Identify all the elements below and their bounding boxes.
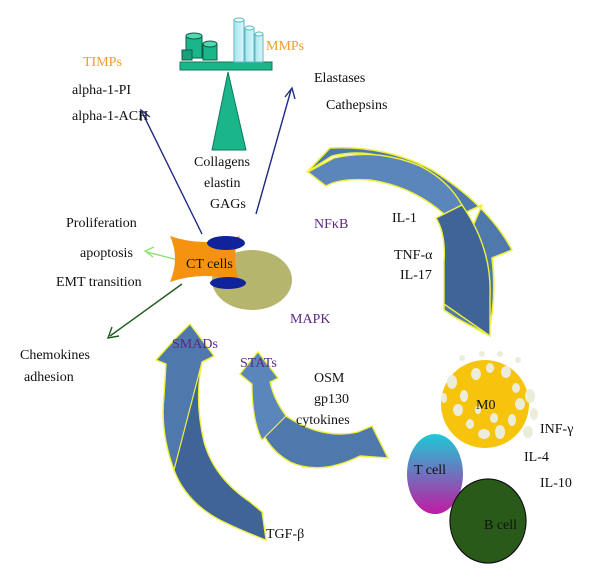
navy-arrows — [140, 86, 296, 235]
ct-cells-shape — [170, 236, 246, 289]
il10-label: IL-10 — [540, 476, 572, 491]
gp130-label: gp130 — [314, 392, 349, 407]
stats-label: STATs — [240, 356, 277, 371]
mmps-label: MMPs — [266, 39, 304, 54]
smads-curved-arrow — [154, 322, 267, 542]
dark-green-arrow — [106, 283, 183, 339]
light-green-arrow — [143, 246, 179, 261]
timps-label: TIMPs — [83, 55, 122, 70]
m0-cell — [441, 351, 538, 448]
ct-cells-label: CT cells — [186, 257, 233, 272]
adhesion-label: adhesion — [24, 370, 74, 385]
chemokines-label: Chemokines — [20, 348, 90, 363]
osm-label: OSM — [314, 371, 345, 386]
smads-label: SMADs — [172, 337, 218, 352]
gags-label: GAGs — [210, 197, 246, 212]
nfkb-arrow-panels — [306, 153, 491, 338]
cathepsins-label: Cathepsins — [326, 98, 387, 113]
il1-label: IL-1 — [392, 211, 417, 226]
b-cell — [449, 478, 527, 564]
m0-label: M0 — [476, 398, 495, 413]
emt-transition-label: EMT transition — [56, 275, 142, 290]
il4-label: IL-4 — [524, 450, 549, 465]
tnf-label: TNF-α — [394, 248, 433, 263]
elastases-label: Elastases — [314, 71, 365, 86]
mapk-label: MAPK — [290, 312, 330, 327]
collagens-label: Collagens — [194, 155, 250, 170]
t-cell-label: T cell — [414, 463, 446, 478]
apoptosis-label: apoptosis — [80, 246, 133, 261]
stats-curved-arrow — [239, 350, 390, 469]
alpha1-ach-label: alpha-1-ACH — [72, 109, 148, 124]
elastin-label: elastin — [204, 176, 241, 191]
il17-label: IL-17 — [400, 268, 432, 283]
b-cell-label: B cell — [484, 518, 517, 533]
nfkb-label: NFκB — [314, 217, 348, 232]
alpha1-pi-label: alpha-1-PI — [72, 83, 131, 98]
balance-scale-icon — [179, 17, 273, 151]
t-cell — [407, 434, 463, 514]
cytokines-label: cytokines — [296, 413, 350, 428]
tgf-beta-label: TGF-β — [266, 527, 304, 542]
proliferation-label: Proliferation — [66, 216, 137, 231]
inf-gamma-label: INF-γ — [540, 422, 573, 437]
